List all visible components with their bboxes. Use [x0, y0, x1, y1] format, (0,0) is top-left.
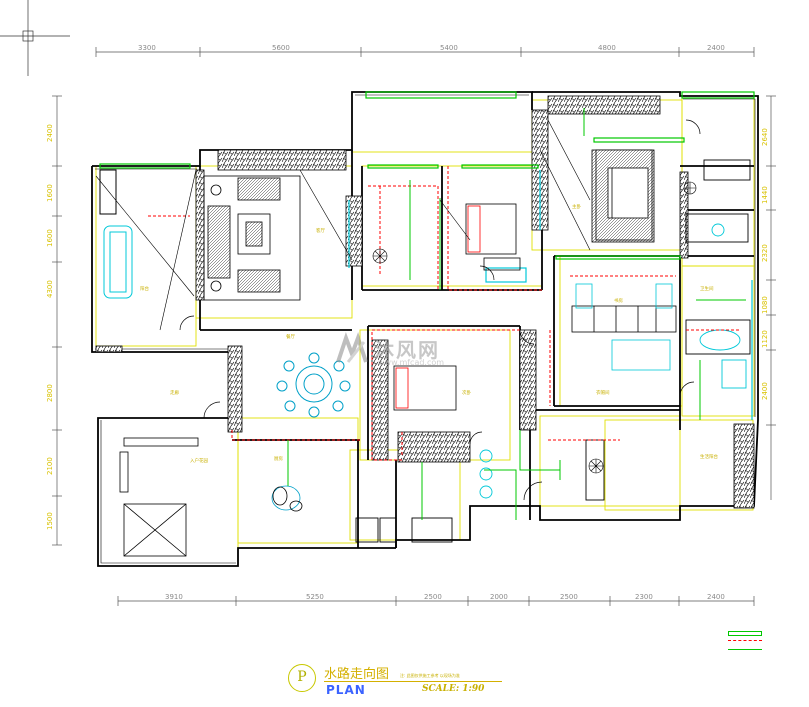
- title-underline: [324, 681, 502, 682]
- bottom-dim-1: 3910: [165, 593, 183, 601]
- dining-table: [276, 352, 351, 418]
- pipe-legend: [728, 631, 764, 661]
- top-dim-2: 5600: [272, 44, 290, 52]
- left-dim-5: 2800: [46, 384, 54, 402]
- door-swings: [179, 119, 701, 501]
- top-dim-4: 4800: [598, 44, 616, 52]
- room-label-study: 书房: [614, 297, 623, 304]
- master-bed: [595, 149, 653, 241]
- room-label-corridor: 走廊: [170, 389, 179, 396]
- bottom-dim-3: 2500: [424, 593, 442, 601]
- second-bed: [465, 203, 521, 271]
- scale-label: SCALE: 1:90: [422, 684, 485, 694]
- right-dim-3: 2320: [761, 244, 769, 262]
- void-marks: [95, 119, 591, 331]
- bath-fixtures: [355, 159, 751, 543]
- left-dim-7: 1500: [46, 512, 54, 530]
- right-dim-2: 1440: [761, 186, 769, 204]
- title-block: P 水路走向图 注: 此图仅供施工参考 以现场为准 PLAN SCALE: 1:…: [288, 662, 528, 702]
- legend-hot-water-swatch: [728, 640, 762, 646]
- bottom-dim-2: 5250: [306, 593, 324, 601]
- walls: [91, 91, 759, 567]
- left-dim-6: 2100: [46, 457, 54, 475]
- right-dimension-line: [766, 95, 776, 500]
- watermark-url: www.mfcad.com: [378, 358, 445, 367]
- right-dim-5: 1120: [761, 330, 769, 348]
- crosshair-mark: [0, 0, 70, 76]
- lounge-chairs: [119, 437, 303, 557]
- cold-water-pipes: [287, 108, 746, 520]
- room-outlines: [95, 91, 755, 567]
- room-label-closet: 衣帽间: [596, 389, 610, 396]
- watermark-text: 沐风网: [374, 338, 440, 362]
- bottom-dimension-line: [117, 596, 755, 606]
- windows: [99, 91, 755, 260]
- living-sofa-set: [203, 175, 301, 301]
- room-label-living: 客厅: [316, 227, 325, 234]
- watermark-logo-icon: [336, 332, 368, 363]
- top-dimension-line: [95, 47, 755, 57]
- title-logo-icon: P: [288, 664, 316, 692]
- room-label-utility: 生活阳台: [700, 453, 718, 460]
- top-dim-3: 5400: [440, 44, 458, 52]
- legend-cold-water-swatch: [728, 631, 762, 636]
- glass-partitions: [348, 170, 753, 420]
- room-label-master: 主卧: [572, 203, 581, 210]
- bottom-dim-6: 2300: [635, 593, 653, 601]
- room-label-second: 次卧: [462, 389, 471, 396]
- left-dim-2: 1600: [46, 184, 54, 202]
- study-desk: [571, 283, 677, 371]
- room-label-dining: 餐厅: [286, 333, 295, 340]
- third-bed: [393, 365, 457, 411]
- plan-label: PLAN: [326, 683, 366, 697]
- room-label-kitchen: 厨房: [274, 455, 283, 462]
- living-daybed: [99, 169, 133, 299]
- bottom-dim-7: 2400: [707, 593, 725, 601]
- watermark: 沐风网 www.mfcad.com: [334, 332, 494, 372]
- bottom-dim-4: 2000: [490, 593, 508, 601]
- room-label-entry: 入户花园: [190, 457, 208, 464]
- legend-green-line-swatch: [728, 649, 762, 655]
- left-dim-4: 4300: [46, 280, 54, 298]
- right-dim-1: 2640: [761, 128, 769, 146]
- top-dim-1: 3300: [138, 44, 156, 52]
- plants: [372, 181, 697, 474]
- left-dim-3: 1600: [46, 229, 54, 247]
- bottom-dim-5: 2500: [560, 593, 578, 601]
- drawing-title: 水路走向图: [324, 667, 390, 682]
- room-label-bath: 卫生间: [700, 285, 714, 292]
- right-dim-4: 1080: [761, 296, 769, 314]
- room-label-balcony: 阳台: [140, 285, 149, 292]
- hot-water-pipes: [148, 166, 740, 461]
- room-labels: 客厅 餐厅 主卧 次卧 书房 厨房 卫生间 阳台 入户花园 衣帽间 生活阳台 走…: [140, 203, 718, 464]
- top-dim-5: 2400: [707, 44, 725, 52]
- left-dim-1: 2400: [46, 124, 54, 142]
- right-dim-6: 2400: [761, 382, 769, 400]
- drawing-note: 注: 此图仅供施工参考 以现场为准: [400, 673, 460, 678]
- left-dimension-line: [52, 95, 62, 546]
